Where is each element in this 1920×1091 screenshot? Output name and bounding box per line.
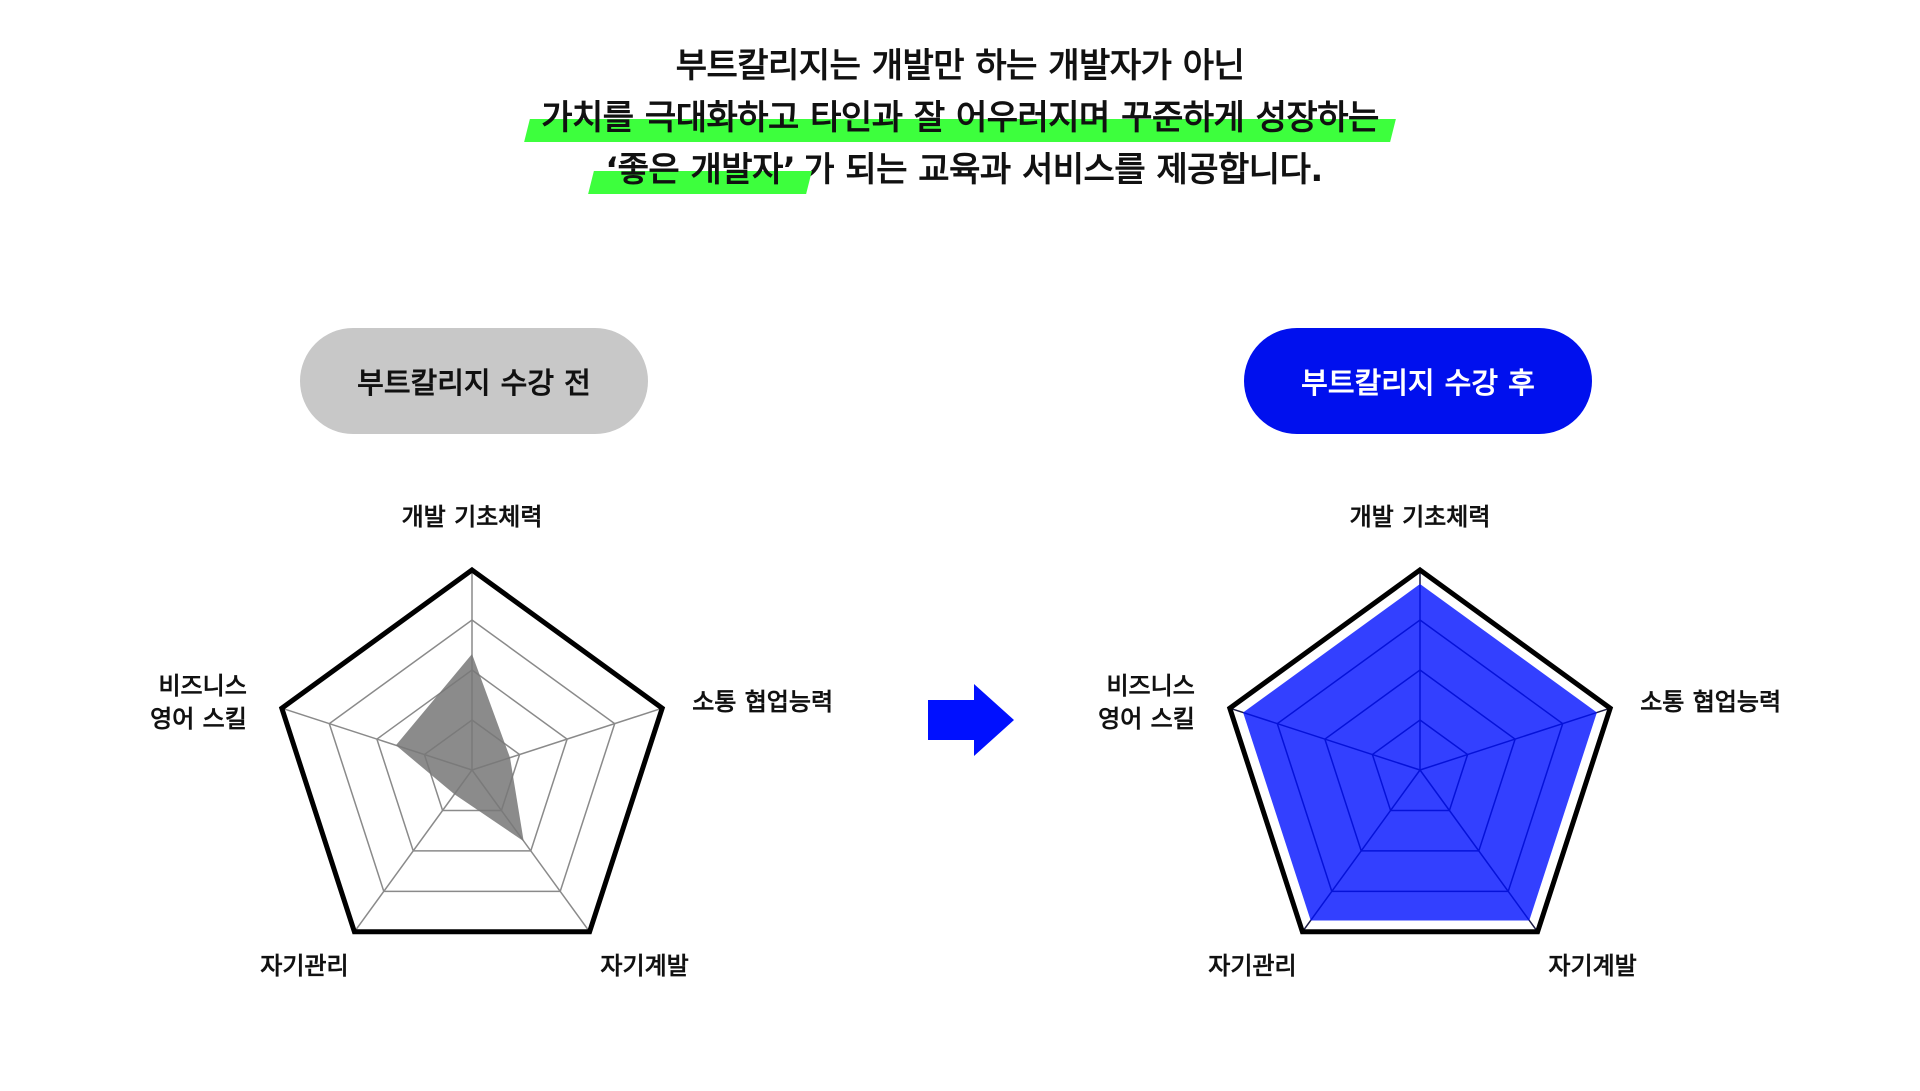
- headline-line-2: 가치를 극대화하고 타인과 잘 어우러지며 꾸준하게 성장하는: [0, 92, 1920, 144]
- headline-line-3-rest: 가 되는 교육과 서비스를 제공합니다.: [803, 150, 1323, 190]
- radar-axis-spoke: [353, 769, 473, 933]
- radar-axis-label-line: 개발 기초체력: [1350, 503, 1491, 531]
- radar-axis-label-line: 비즈니스: [158, 672, 246, 700]
- radar-outer-boundary: [278, 566, 666, 935]
- radar-axis-label-line: 영어 스킬: [150, 705, 247, 733]
- radar-axis-label: 자기관리: [1208, 952, 1296, 980]
- radar-axis-label: 개발 기초체력: [402, 503, 543, 531]
- headline-highlight-2: ‘좋은 개발자’: [597, 144, 803, 196]
- headline: 부트칼리지는 개발만 하는 개발자가 아닌 가치를 극대화하고 타인과 잘 어우…: [0, 40, 1920, 196]
- before-course-pill: 부트칼리지 수강 전: [300, 328, 648, 434]
- radar-axis-label: 자기관리: [260, 952, 348, 980]
- headline-line-3: ‘좋은 개발자’가 되는 교육과 서비스를 제공합니다.: [0, 144, 1920, 196]
- radar-axis-label-line: 자기계발: [1548, 952, 1636, 980]
- radar-axis-label: 개발 기초체력: [1350, 503, 1491, 531]
- radar-axis-label: 자기계발: [600, 952, 688, 980]
- radar-axis-label-line: 자기계발: [600, 952, 688, 980]
- headline-highlight-1: 가치를 극대화하고 타인과 잘 어우러지며 꾸준하게 성장하는: [533, 92, 1387, 144]
- radar-axis-label-line: 소통 협업능력: [1640, 688, 1781, 716]
- radar-axis-label-line: 자기관리: [260, 952, 348, 980]
- radar-axis-label-line: 영어 스킬: [1098, 705, 1195, 733]
- headline-line-1: 부트칼리지는 개발만 하는 개발자가 아닌: [675, 46, 1245, 86]
- radar-axis-label-line: 개발 기초체력: [402, 503, 543, 531]
- radar-axis-label-line: 소통 협업능력: [692, 688, 833, 716]
- radar-axis-label-line: 자기관리: [1208, 952, 1296, 980]
- arrow-right-icon: [928, 684, 1014, 756]
- radar-grid-ring: [328, 619, 616, 893]
- radar-data-area: [395, 654, 524, 842]
- radar-axis-label-line: 비즈니스: [1106, 672, 1194, 700]
- radar-outer-boundary: [1226, 566, 1614, 935]
- radar-data-area: [1243, 584, 1597, 921]
- after-course-pill: 부트칼리지 수강 후: [1244, 328, 1592, 434]
- radar-grid-ring: [376, 669, 568, 852]
- radar-axis-label: 자기계발: [1548, 952, 1636, 980]
- radar-axis-label: 소통 협업능력: [692, 688, 833, 716]
- radar-axis-label: 소통 협업능력: [1640, 688, 1781, 716]
